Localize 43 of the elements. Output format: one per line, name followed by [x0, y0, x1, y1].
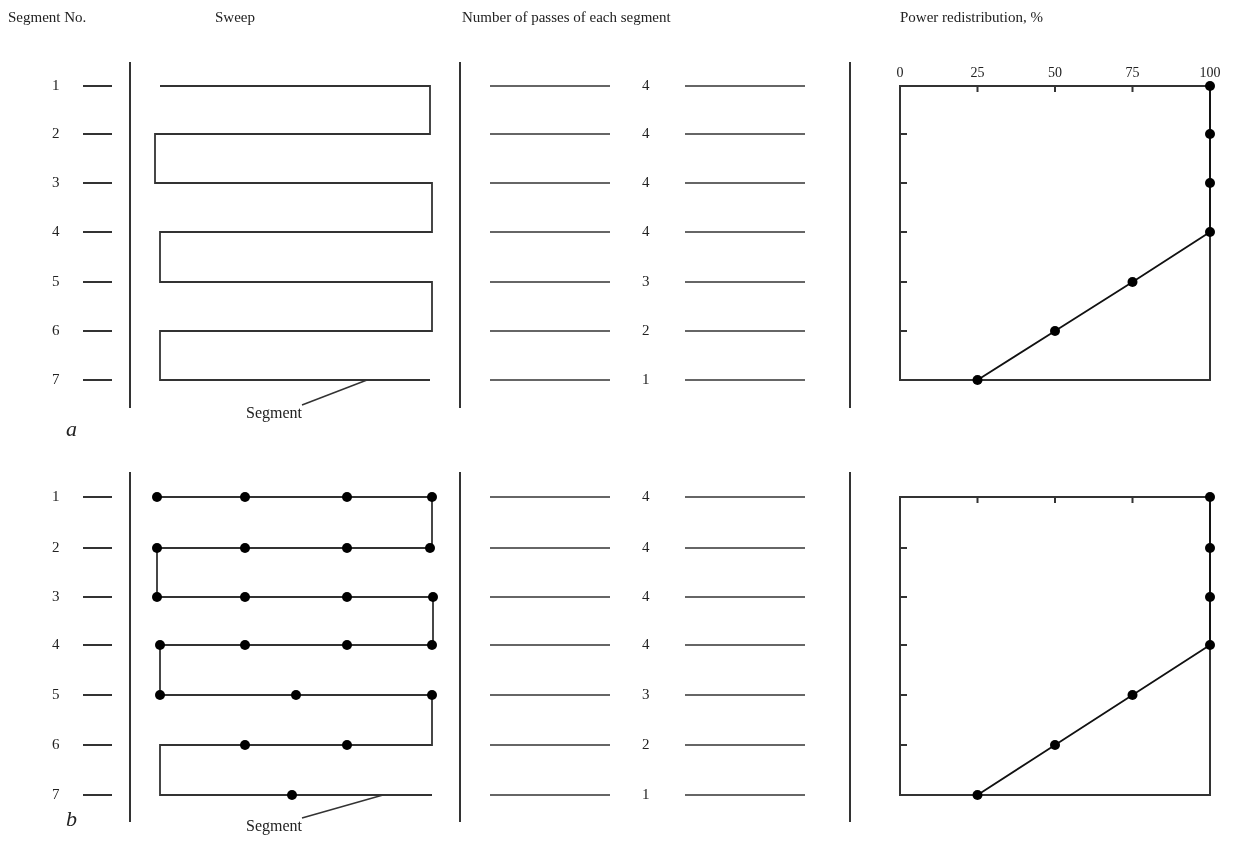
- segment-number: 7: [52, 787, 60, 802]
- leader-line: [301, 379, 368, 406]
- pass-count: 4: [642, 540, 650, 555]
- pass-count: 3: [642, 687, 650, 702]
- leader-label: Segment: [246, 818, 302, 834]
- pass-count: 4: [642, 126, 650, 141]
- segment-number: 5: [52, 274, 60, 289]
- column-header: Sweep: [215, 8, 255, 27]
- pass-count: 3: [642, 274, 650, 289]
- axis-tick-label: 100: [1198, 66, 1222, 80]
- pass-count: 1: [642, 787, 650, 802]
- axis-tick-label: 0: [895, 66, 905, 80]
- axis-tick-label: 25: [969, 66, 986, 80]
- pass-count: 1: [642, 372, 650, 387]
- segment-number: 2: [52, 540, 60, 555]
- segment-number: 4: [52, 224, 60, 239]
- pass-count: 4: [642, 78, 650, 93]
- leader-line: [301, 794, 384, 819]
- pass-count: 2: [642, 737, 650, 752]
- axis-tick-label: 50: [1047, 66, 1063, 80]
- panel-letter: b: [66, 808, 77, 830]
- leader-label: Segment: [246, 405, 302, 421]
- segment-number: 3: [52, 175, 60, 190]
- pass-count: 4: [642, 589, 650, 604]
- segment-number: 3: [52, 589, 60, 604]
- column-header: Segment No.: [8, 8, 87, 27]
- segment-number: 5: [52, 687, 60, 702]
- pass-count: 4: [642, 489, 650, 504]
- pass-count: 4: [642, 637, 650, 652]
- pass-count: 2: [642, 323, 650, 338]
- segment-number: 6: [52, 737, 60, 752]
- segment-number: 4: [52, 637, 60, 652]
- column-header: Number of passes of each segment: [462, 8, 671, 27]
- segment-number: 7: [52, 372, 60, 387]
- pass-count: 4: [642, 175, 650, 190]
- segment-number: 1: [52, 78, 60, 93]
- pass-count: 4: [642, 224, 650, 239]
- segment-number: 2: [52, 126, 60, 141]
- panel-letter: a: [66, 418, 77, 440]
- segment-number: 6: [52, 323, 60, 338]
- column-header: Power redistribution, %: [900, 8, 1043, 27]
- segment-number: 1: [52, 489, 60, 504]
- axis-tick-label: 75: [1124, 66, 1141, 80]
